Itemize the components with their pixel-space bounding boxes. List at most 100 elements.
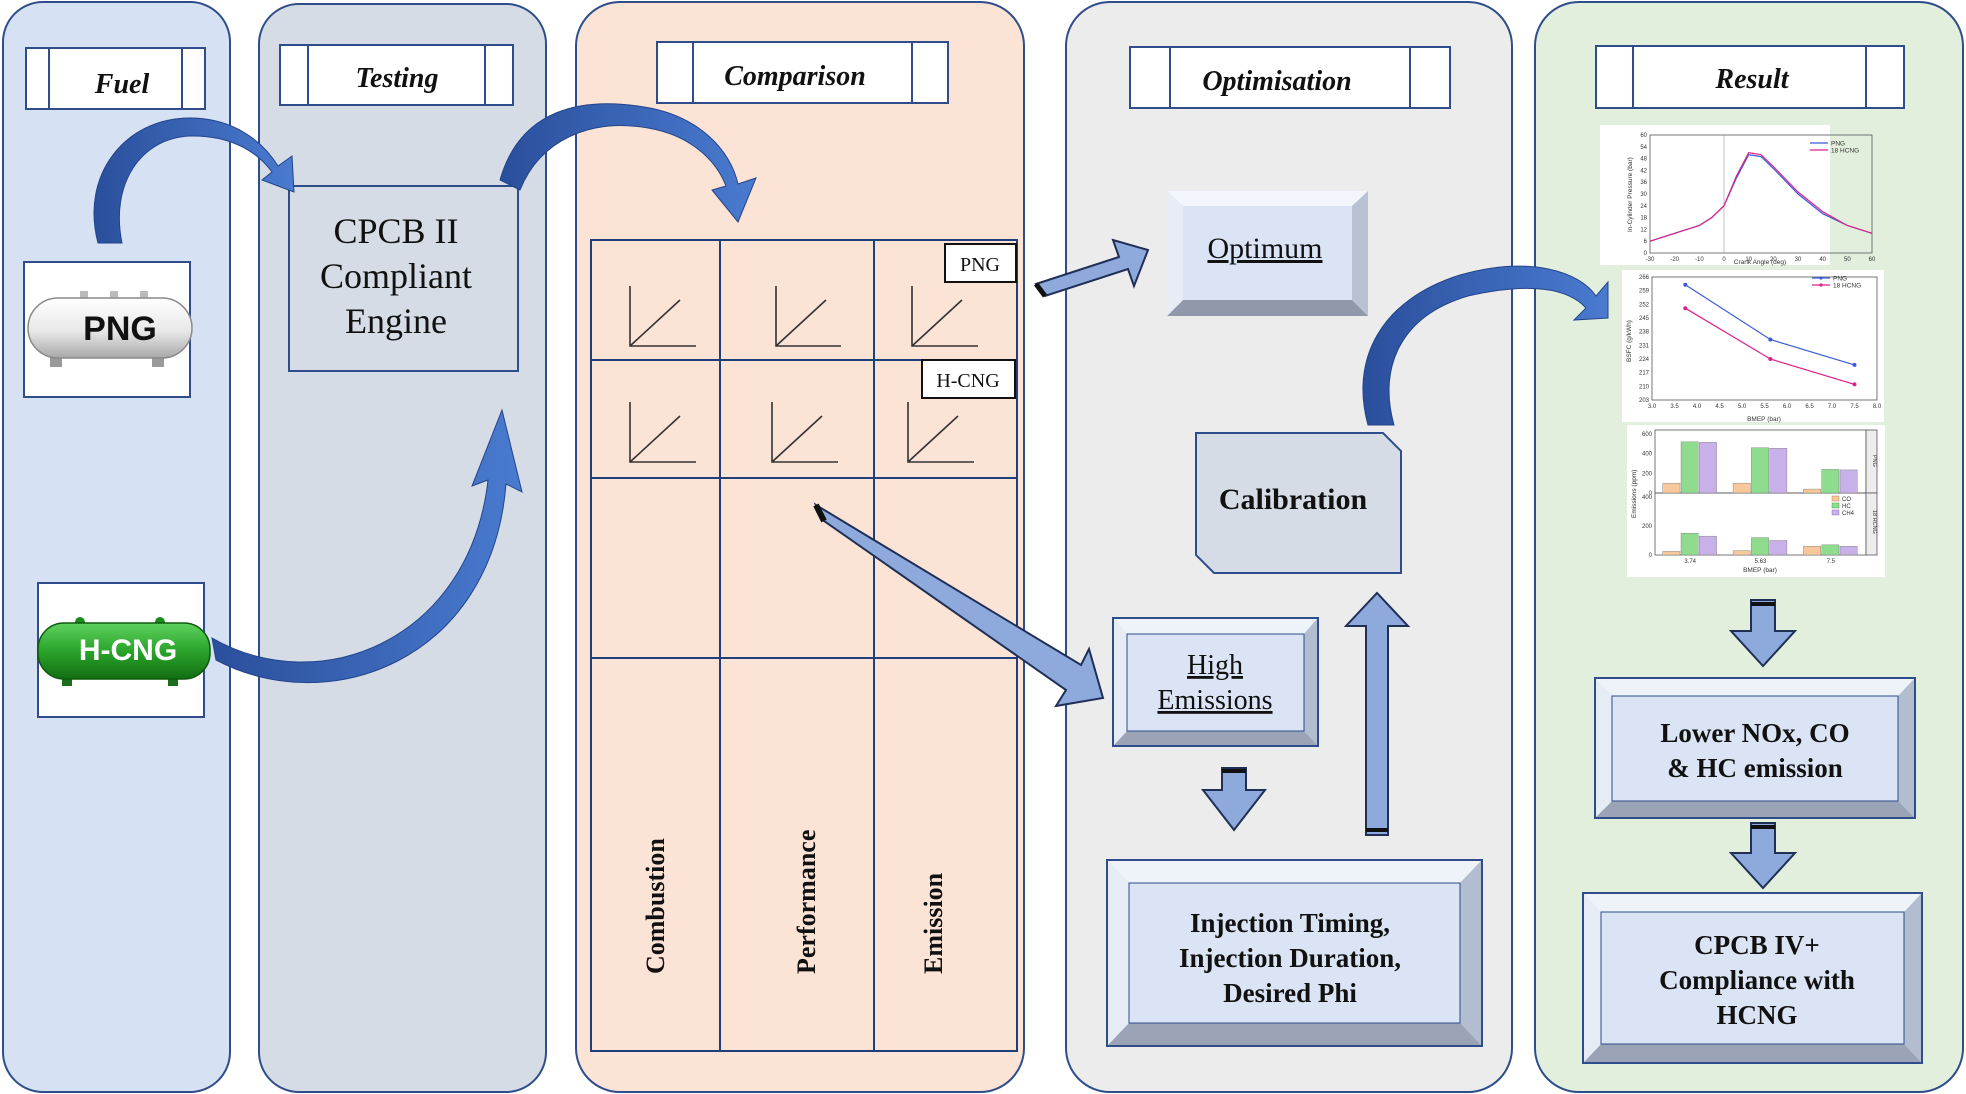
arrow-lower-to-cpcb — [1728, 822, 1798, 890]
bsfc-ytick: 224 — [1639, 357, 1650, 363]
emissions-ytick: 400 — [1642, 495, 1653, 501]
bsfc-ytick: 252 — [1639, 302, 1650, 308]
arrow-grid-to-high-emissions — [813, 502, 1105, 708]
bsfc-xtick: 4.5 — [1715, 404, 1724, 410]
emissions-bar — [1662, 482, 1681, 494]
arrow-comparison-to-optimum — [1034, 238, 1150, 298]
pressure-ytick: 48 — [1640, 157, 1647, 163]
pressure-xtick: -30 — [1646, 257, 1655, 263]
pressure-ytick: 54 — [1640, 145, 1647, 151]
bsfc-ytick: 238 — [1639, 330, 1650, 336]
emissions-ylabel: Emissions (ppm) — [1631, 470, 1638, 518]
pressure-ytick: 18 — [1640, 216, 1647, 222]
injection-line-3: Desired Phi — [1223, 978, 1357, 1008]
bsfc-legend-png: PNG — [1833, 276, 1847, 283]
bsfc-point — [1852, 382, 1857, 387]
emissions-ytick: 600 — [1642, 432, 1653, 438]
grid-plot-icons — [629, 286, 978, 463]
bsfc-ylabel: BSFC (g/kWh) — [1626, 320, 1633, 362]
emissions-xtick: 5.63 — [1755, 559, 1767, 565]
engine-line-1: CPCB II — [333, 211, 458, 251]
pressure-xtick: 40 — [1819, 257, 1826, 263]
bsfc-xtick: 4.0 — [1693, 404, 1702, 410]
testing-title-tab: Testing — [279, 44, 514, 106]
bsfc-ytick: 231 — [1639, 343, 1650, 349]
emissions-ytick: 200 — [1642, 524, 1653, 530]
col-label-emission: Emission — [919, 872, 948, 974]
emissions-bar — [1803, 546, 1821, 556]
bsfc-point — [1852, 362, 1857, 367]
bsfc-ytick: 266 — [1639, 275, 1650, 281]
col-label-performance: Performance — [792, 830, 821, 974]
pressure-xtick: 60 — [1869, 257, 1876, 263]
bsfc-point — [1768, 337, 1773, 342]
col-label-combustion: Combustion — [641, 838, 670, 974]
emissions-bar — [1699, 442, 1717, 494]
emissions-bar — [1662, 551, 1681, 556]
engine-line-3: Engine — [345, 301, 447, 341]
hcng-tank-icon: H-CNG — [37, 617, 211, 686]
comparison-panel — [575, 1, 1025, 1093]
emissions-bar — [1769, 448, 1788, 494]
pressure-legend-hcng: 18 HCNG — [1831, 148, 1859, 155]
bsfc-point — [1683, 282, 1688, 287]
emissions-bar — [1751, 537, 1769, 556]
cpcb-iv-line-3: HCNG — [1717, 1000, 1798, 1030]
bsfc-legend-hcng: 18 HCNG — [1833, 283, 1861, 290]
bsfc-xtick: 5.0 — [1738, 404, 1747, 410]
emissions-ytick: 400 — [1642, 452, 1653, 458]
bsfc-ytick: 203 — [1639, 398, 1650, 404]
cpcb-iv-box: CPCB IV+ Compliance with HCNG — [1582, 892, 1923, 1064]
emissions-ytick: 0 — [1649, 553, 1653, 559]
lower-emissions-box: Lower NOx, CO & HC emission — [1594, 677, 1916, 819]
row-label-png: PNG — [944, 243, 1017, 283]
fuel-title-tab: Fuel — [25, 47, 206, 110]
bsfc-xtick: 8.0 — [1873, 404, 1882, 410]
bsfc-xtick: 6.0 — [1783, 404, 1792, 410]
lower-emissions-line-1: Lower NOx, CO — [1660, 718, 1849, 748]
emissions-xlabel: BMEP (bar) — [1743, 567, 1777, 574]
comparison-title: Comparison — [724, 61, 866, 92]
emissions-bar — [1821, 469, 1840, 494]
injection-line-2: Injection Duration, — [1179, 943, 1401, 973]
pressure-xtick: 50 — [1844, 257, 1851, 263]
calibration-label: Calibration — [1219, 483, 1368, 516]
hcng-tank-label: H-CNG — [79, 634, 177, 667]
bsfc-ytick: 245 — [1639, 316, 1650, 322]
pressure-ytick: 60 — [1640, 133, 1647, 139]
engine-line-2: Compliant — [320, 256, 472, 296]
emissions-legend: CO HC CH4 — [1831, 495, 1855, 517]
curved-arrow-calibration-to-result — [1362, 265, 1609, 426]
optimum-box: Optimum — [1167, 191, 1368, 316]
bsfc-ytick: 217 — [1639, 371, 1650, 377]
engine-box — [288, 185, 519, 372]
result-title: Result — [1714, 64, 1789, 95]
emissions-bar — [1839, 546, 1858, 556]
lower-emissions-line-2: & HC emission — [1667, 753, 1843, 783]
pressure-xtick: -20 — [1670, 257, 1679, 263]
high-emissions-line-2: Emissions — [1157, 685, 1272, 716]
high-emissions-line-1: High — [1187, 650, 1243, 681]
bsfc-xtick: 3.0 — [1648, 404, 1657, 410]
curved-arrow-png-to-engine — [93, 117, 295, 244]
emissions-bar — [1732, 550, 1751, 556]
pressure-xtick: -10 — [1695, 257, 1704, 263]
pressure-ytick: 24 — [1640, 204, 1647, 210]
bsfc-xlabel: BMEP (bar) — [1747, 416, 1781, 423]
result-title-tab: Result — [1595, 45, 1905, 109]
pressure-ytick: 42 — [1640, 168, 1647, 174]
bsfc-xtick: 5.5 — [1760, 404, 1769, 410]
emissions-bar — [1751, 447, 1769, 494]
emissions-legend-ch4: CH4 — [1842, 511, 1855, 517]
pressure-xtick: 20 — [1770, 257, 1777, 263]
arrow-high-to-injection — [1200, 767, 1268, 832]
emissions-bar — [1821, 544, 1840, 556]
emissions-panel-hcng: 18 HCNG — [1871, 510, 1877, 534]
emissions-bar — [1680, 441, 1699, 494]
bsfc-ytick: 210 — [1639, 384, 1650, 390]
pressure-ytick: 12 — [1640, 227, 1647, 233]
testing-title: Testing — [356, 63, 439, 94]
